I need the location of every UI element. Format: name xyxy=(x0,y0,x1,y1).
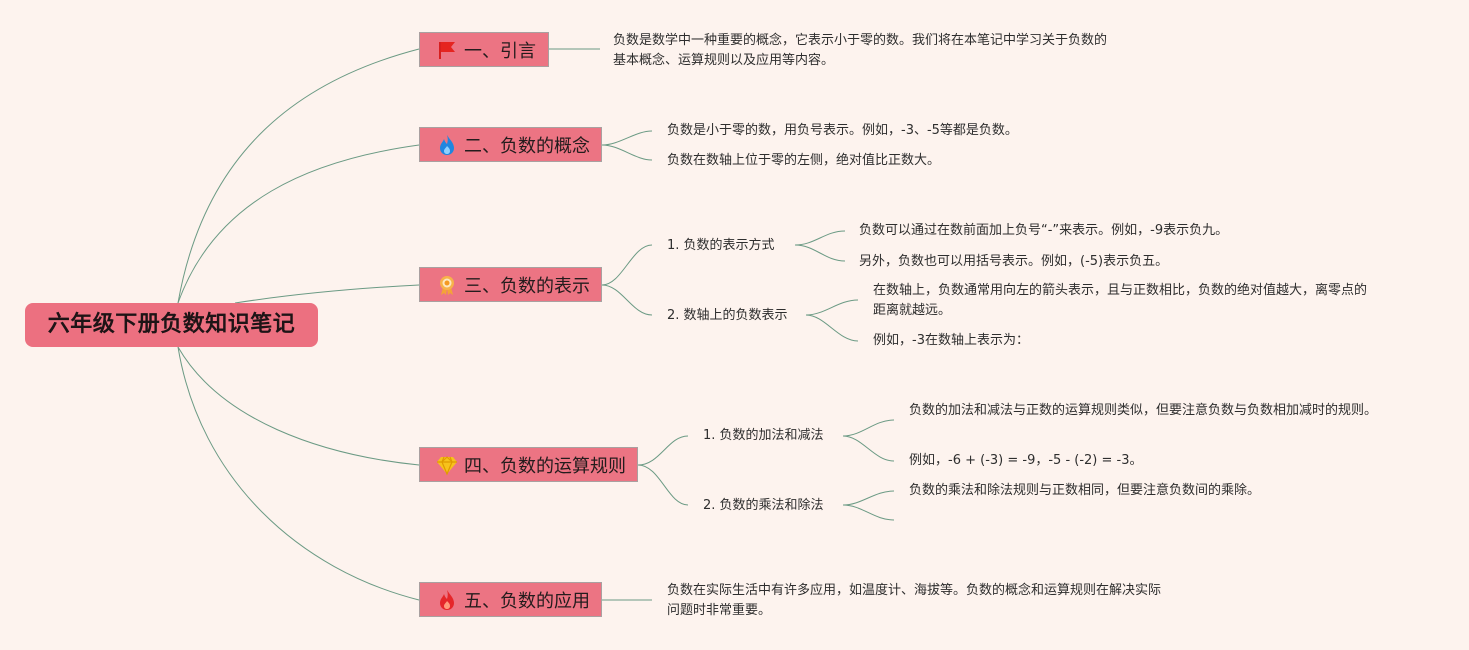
section-3-sub-1[interactable]: 1. 负数的表示方式 xyxy=(667,238,775,253)
red-flame-icon xyxy=(436,589,458,611)
connector-section-2-item-1 xyxy=(601,130,653,146)
section-3-title: 三、负数的表示 xyxy=(464,275,590,297)
section-5-text[interactable]: 负数在实际生活中有许多应用，如温度计、海拔等。负数的概念和运算规则在解决实际问题… xyxy=(667,583,1162,618)
section-4-sub-2[interactable]: 2. 负数的乘法和除法 xyxy=(703,498,824,513)
connector-section-4-sub-1-item-2 xyxy=(842,435,895,462)
section-2-item-2[interactable]: 负数在数轴上位于零的左侧，绝对值比正数大。 xyxy=(667,153,941,168)
connector-section-3-sub-2 xyxy=(601,284,653,316)
section-3-sub-2-item-2[interactable]: 例如，-3在数轴上表示为： xyxy=(873,333,1029,348)
connector-section-2-item-2 xyxy=(601,144,653,161)
connector-section-4-sub-1 xyxy=(637,435,689,466)
section-2-title: 二、负数的概念 xyxy=(464,135,590,157)
award-ribbon-icon xyxy=(436,274,458,296)
section-4-sub-1-item-2[interactable]: 例如，-6 + (-3) = -9，-5 - (-2) = -3。 xyxy=(909,453,1143,468)
section-3-sub-2-item-1[interactable]: 在数轴上，负数通常用向左的箭头表示，且与正数相比，负数的绝对值越大，离零点的距离… xyxy=(873,283,1368,318)
connector-root-section-5 xyxy=(177,346,420,601)
connector-root-section-3 xyxy=(234,284,420,304)
section-4-sub-2-item-1[interactable]: 负数的乘法和除法规则与正数相同，但要注意负数间的乘除。 xyxy=(909,483,1261,498)
connector-section-3-sub-2-item-1 xyxy=(805,299,859,316)
section-2-item-1[interactable]: 负数是小于零的数，用负号表示。例如，-3、-5等都是负数。 xyxy=(667,123,1018,138)
connector-section-4-sub-2-item-1 xyxy=(842,490,895,506)
red-flag-icon xyxy=(436,39,458,61)
connector-section-3-sub-2-item-2 xyxy=(805,314,859,342)
section-1-title: 一、引言 xyxy=(464,40,536,62)
connector-section-3-sub-1 xyxy=(601,244,653,286)
section-1-node[interactable]: 一、引言 xyxy=(419,32,549,67)
section-4-sub-1[interactable]: 1. 负数的加法和减法 xyxy=(703,428,824,443)
connector-root-section-2 xyxy=(177,144,420,304)
root-node[interactable]: 六年级下册负数知识笔记 xyxy=(25,303,318,347)
connector-section-4-sub-1-item-1 xyxy=(842,419,895,437)
section-5-title: 五、负数的应用 xyxy=(464,590,590,612)
connector-root-section-1 xyxy=(177,48,420,304)
section-1-text[interactable]: 负数是数学中一种重要的概念，它表示小于零的数。我们将在本笔记中学习关于负数的基本… xyxy=(613,33,1108,68)
connector-section-4-sub-2-item-2 xyxy=(842,504,895,521)
connector-root-section-4 xyxy=(177,346,420,466)
diamond-icon xyxy=(436,454,458,476)
section-5-node[interactable]: 五、负数的应用 xyxy=(419,582,602,617)
section-3-sub-2[interactable]: 2. 数轴上的负数表示 xyxy=(667,308,788,323)
blue-flame-icon xyxy=(436,134,458,156)
section-3-sub-1-item-1[interactable]: 负数可以通过在数前面加上负号“-”来表示。例如，-9表示负九。 xyxy=(859,223,1229,238)
section-3-sub-1-item-2[interactable]: 另外，负数也可以用括号表示。例如，(-5)表示负五。 xyxy=(859,254,1169,269)
section-2-node[interactable]: 二、负数的概念 xyxy=(419,127,602,162)
connector-section-3-sub-1-item-2 xyxy=(794,244,846,262)
section-3-node[interactable]: 三、负数的表示 xyxy=(419,267,602,302)
connector-section-3-sub-1-item-1 xyxy=(794,230,846,246)
section-4-title: 四、负数的运算规则 xyxy=(464,455,626,477)
connector-section-4-sub-2 xyxy=(637,464,689,506)
section-4-node[interactable]: 四、负数的运算规则 xyxy=(419,447,638,482)
section-4-sub-1-item-1[interactable]: 负数的加法和减法与正数的运算规则类似，但要注意负数与负数相加减时的规则。 xyxy=(909,403,1378,418)
